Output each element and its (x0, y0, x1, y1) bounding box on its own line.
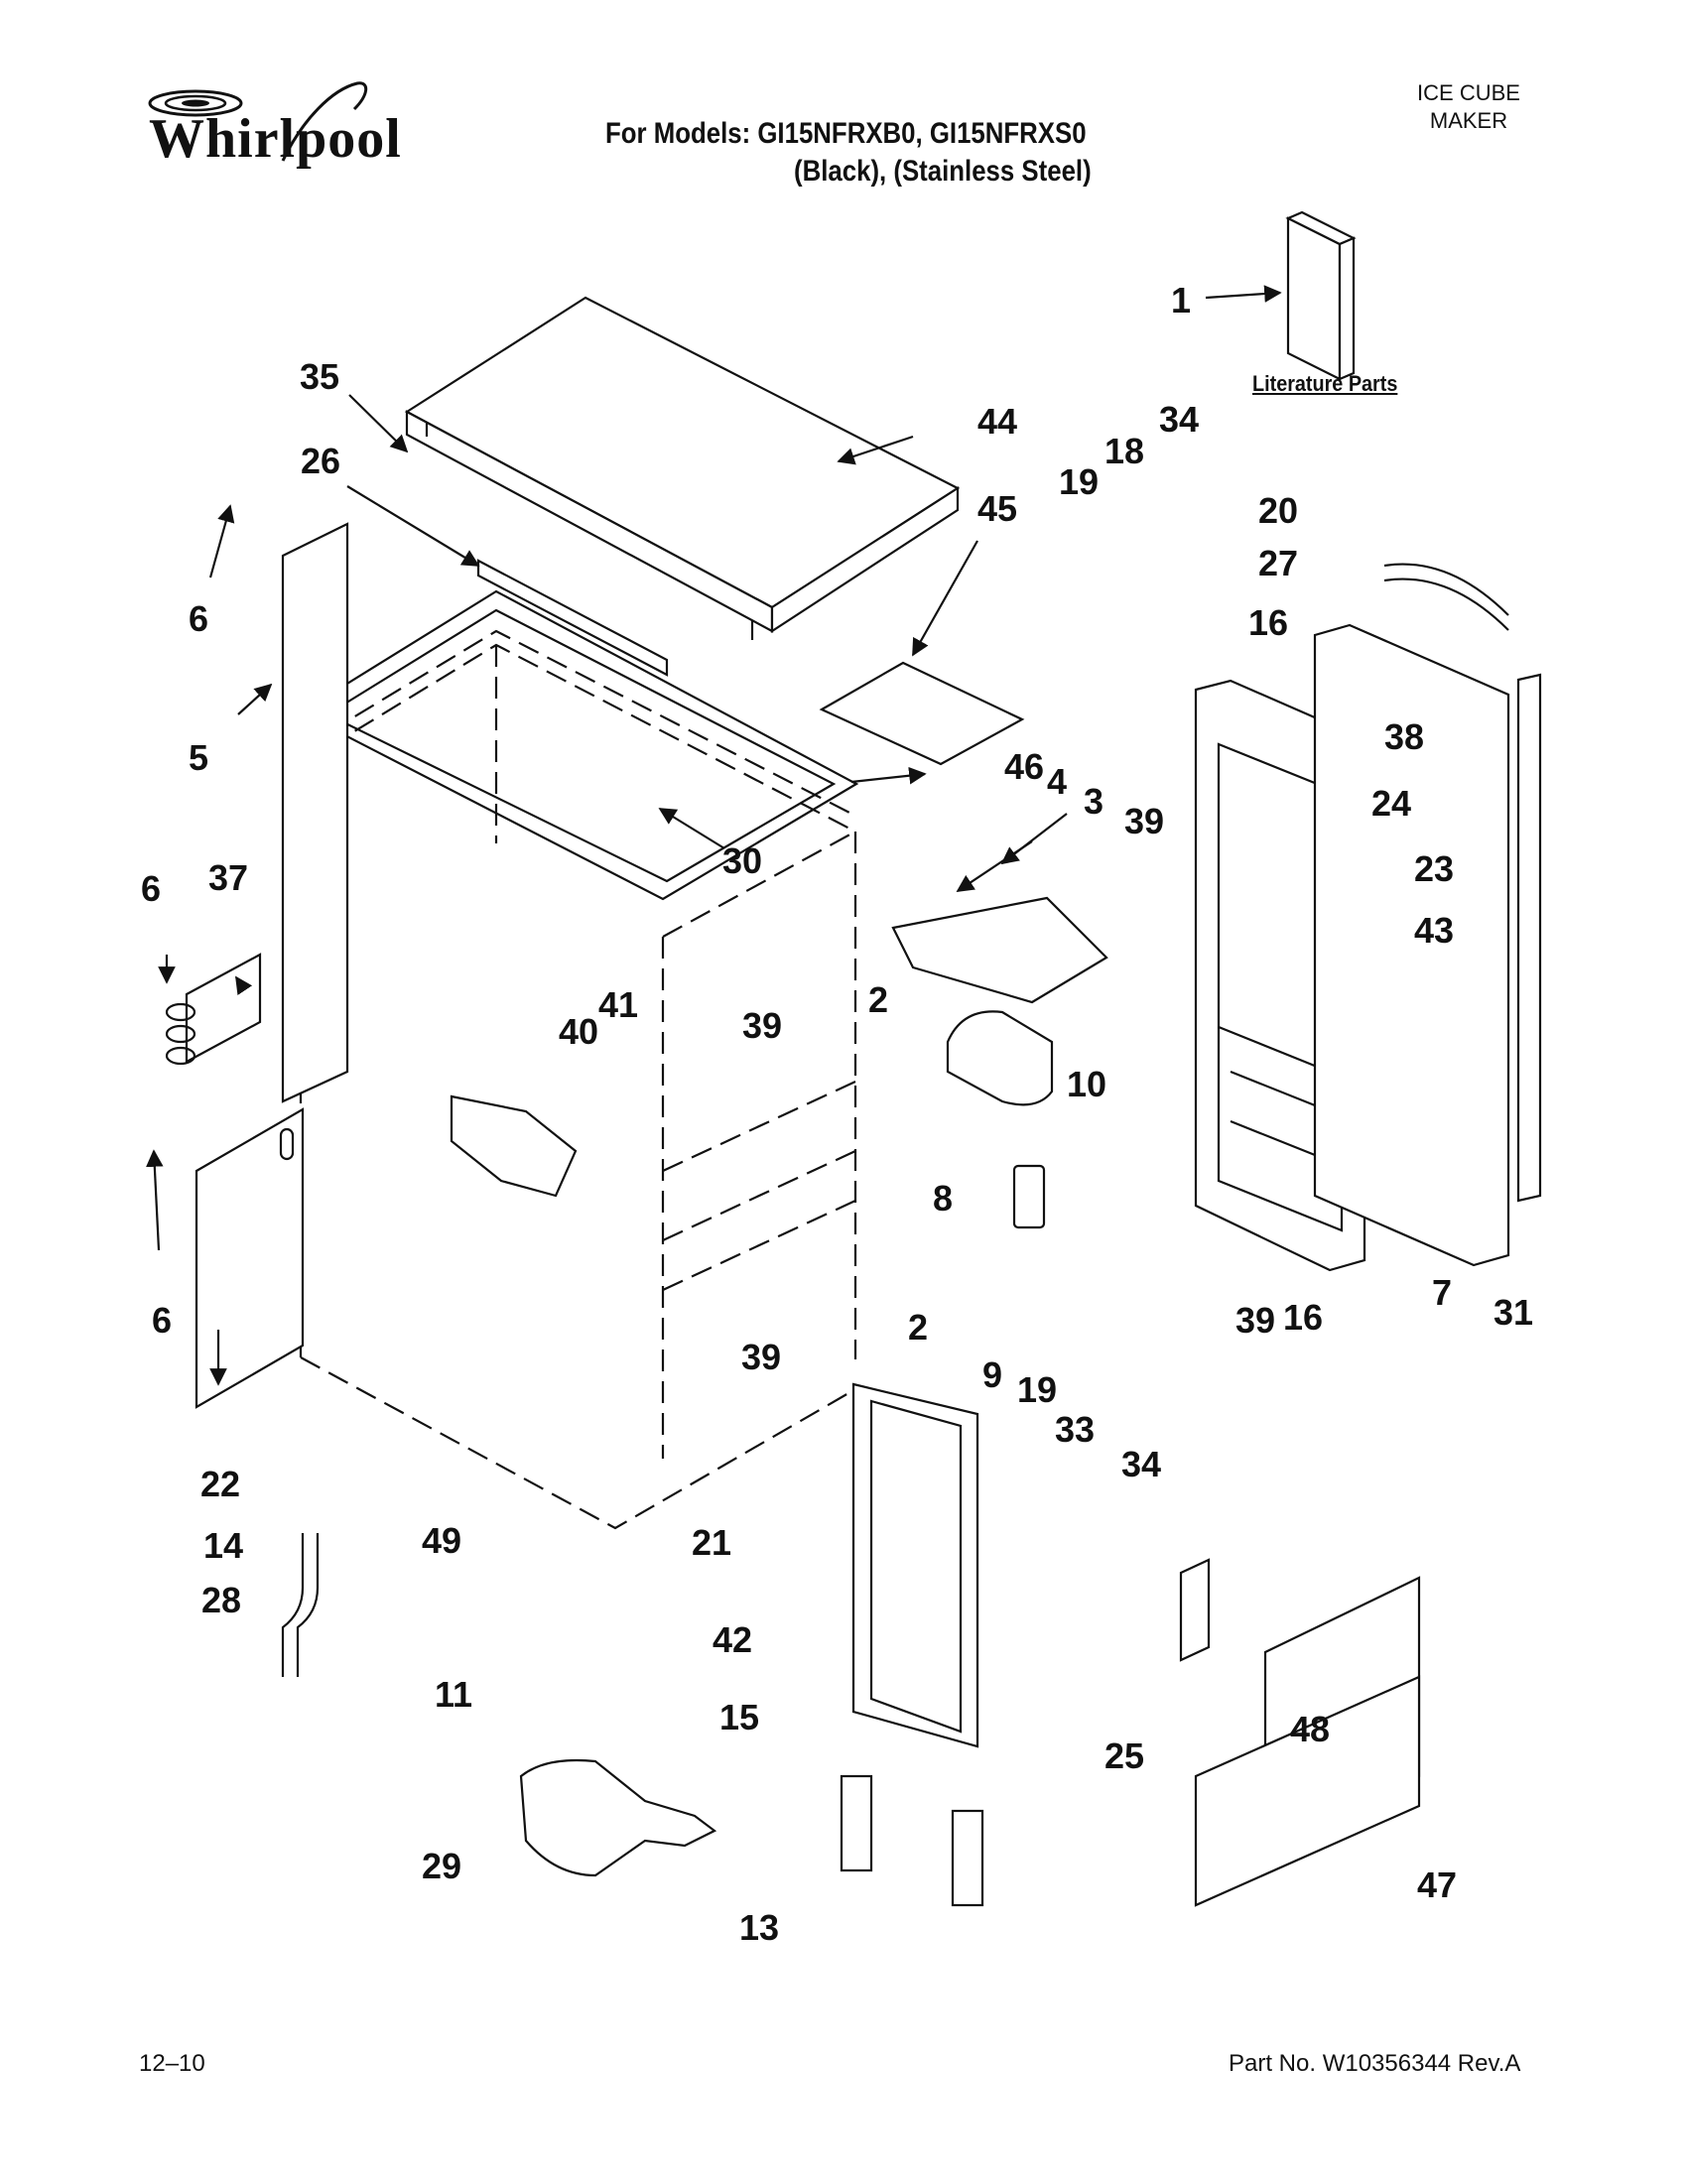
callout-38: 38 (1384, 716, 1424, 757)
callout-2: 2 (868, 979, 888, 1020)
callout-34: 34 (1159, 399, 1199, 440)
door-gasket (851, 1382, 979, 1748)
callout-49: 49 (422, 1520, 461, 1561)
logo-wordmark: Whirlpool (149, 108, 402, 170)
section-title-line-2: MAKER (1429, 108, 1508, 133)
door-trim-strip (1516, 673, 1542, 1203)
callout-13: 13 (739, 1907, 779, 1948)
callout-21: 21 (692, 1522, 731, 1563)
ice-chute-bracket (450, 1094, 578, 1198)
callout-9: 9 (982, 1354, 1002, 1395)
cabinet-top-cover (404, 296, 961, 640)
door-trim-pieces (840, 1774, 984, 1907)
side-panel-left (281, 522, 349, 1103)
section-title-line-1: ICE CUBE (1417, 80, 1520, 105)
models-heading: For Models: GI15NFRXB0, GI15NFRXS0 (605, 117, 1087, 150)
callout-10: 10 (1067, 1064, 1106, 1104)
grille-bracket (1179, 1558, 1211, 1662)
top-cover-gasket (476, 559, 669, 677)
model-variants: (Black), (Stainless Steel) (794, 155, 1092, 188)
callout-23: 23 (1414, 848, 1454, 889)
callout-14: 14 (203, 1525, 243, 1566)
callout-22: 22 (200, 1464, 240, 1504)
callout-24: 24 (1371, 783, 1411, 824)
leader-lines (146, 285, 1282, 1386)
callout-35: 35 (300, 356, 339, 397)
callout-3: 3 (1084, 781, 1104, 822)
callout-1: 1 (1171, 280, 1191, 321)
callout-39: 39 (742, 1005, 782, 1046)
water-valve-bracket (891, 896, 1108, 1004)
callout-16: 16 (1283, 1297, 1323, 1338)
toe-grille (1194, 1576, 1421, 1907)
callout-8: 8 (933, 1178, 953, 1219)
callout-47: 47 (1417, 1864, 1457, 1905)
callout-31: 31 (1493, 1292, 1533, 1333)
drain-hose (281, 1533, 320, 1677)
ice-scoop (519, 1758, 717, 1877)
insulation-sheet (819, 661, 1025, 766)
callout-25: 25 (1104, 1735, 1144, 1776)
literature-parts-label: Literature Parts (1252, 371, 1398, 396)
callout-30: 30 (722, 840, 762, 881)
door-switch (1012, 1164, 1046, 1229)
callout-37: 37 (208, 857, 248, 898)
callout-42: 42 (713, 1619, 752, 1660)
callout-6: 6 (152, 1300, 172, 1341)
callout-41: 41 (598, 984, 638, 1025)
callout-40: 40 (559, 1011, 598, 1052)
callout-16: 16 (1248, 602, 1288, 643)
whirlpool-logo (134, 79, 407, 179)
callout-5: 5 (189, 737, 208, 778)
callout-45: 45 (977, 488, 1017, 529)
callout-6: 6 (189, 598, 208, 639)
callout-29: 29 (422, 1846, 461, 1886)
literature-pack (1285, 210, 1357, 381)
callout-48: 48 (1290, 1709, 1330, 1749)
callout-2: 2 (908, 1307, 928, 1348)
callout-20: 20 (1258, 490, 1298, 531)
date-code: 12–10 (139, 2050, 205, 2077)
section-title: ICE CUBE MAKER (1369, 79, 1568, 135)
callout-33: 33 (1055, 1409, 1095, 1450)
door-outer-panel (1313, 623, 1510, 1267)
callout-19: 19 (1059, 461, 1099, 502)
callout-39: 39 (741, 1337, 781, 1377)
hinge-bracket-left (165, 953, 262, 1066)
top-frame-strip (298, 589, 859, 901)
callout-26: 26 (301, 441, 340, 481)
callout-15: 15 (719, 1697, 759, 1737)
callout-19: 19 (1017, 1369, 1057, 1410)
door-handle (1383, 563, 1509, 631)
whirlpool-swirl-graphic (148, 81, 368, 162)
callout-39: 39 (1235, 1300, 1275, 1341)
callout-7: 7 (1432, 1272, 1452, 1313)
callout-labels: 1 2 2 3 4 5 6 6 6 7 8 9 10 11 13 14 15 1… (141, 280, 1533, 1948)
part-number: Part No. W10356344 Rev.A (1229, 2050, 1521, 2077)
rear-access-panel (195, 1107, 305, 1409)
fill-cup (946, 1010, 1054, 1106)
callout-34: 34 (1121, 1444, 1161, 1484)
callout-46: 46 (1004, 746, 1044, 787)
callout-18: 18 (1104, 431, 1144, 471)
callout-28: 28 (201, 1580, 241, 1620)
callout-43: 43 (1414, 910, 1454, 951)
callout-27: 27 (1258, 543, 1298, 583)
callout-44: 44 (977, 401, 1017, 442)
callout-11: 11 (435, 1674, 472, 1715)
callout-4: 4 (1047, 761, 1067, 802)
callout-39: 39 (1124, 801, 1164, 841)
callout-6: 6 (141, 868, 161, 909)
